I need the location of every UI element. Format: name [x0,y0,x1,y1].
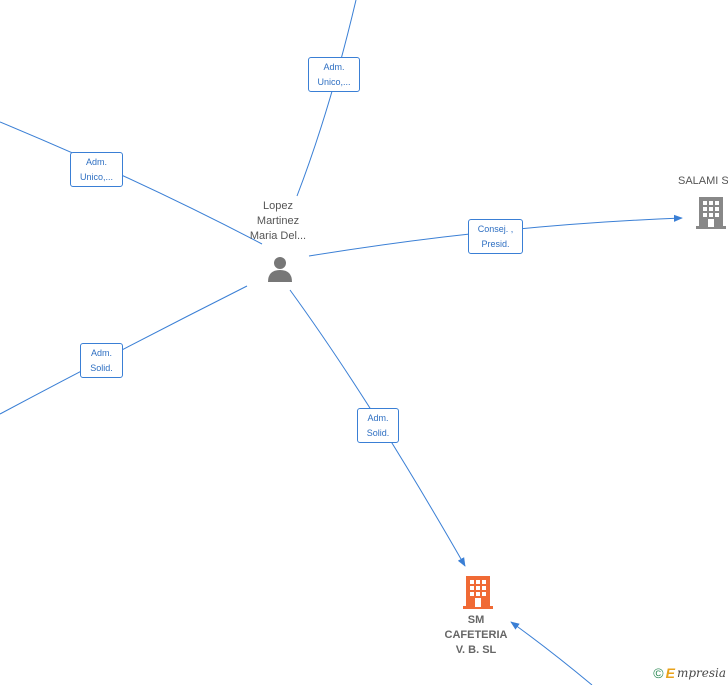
edge-label-top[interactable]: Adm. Unico,... [308,57,360,92]
building-icon[interactable] [696,195,728,229]
edge-label-upper-left-line-1: Adm. [85,156,107,167]
edge-label-upper-left-line-2: Unico,... [79,171,113,182]
edge-label-lower-left-line-1: Adm. [90,347,112,358]
edge-label-lower-left-line-2: Solid. [90,362,113,373]
person-name-line-1: Lopez [263,200,293,212]
brand-logo-initial: E [665,665,675,681]
edge-label-upper-left[interactable]: Adm. Unico,... [70,152,123,187]
company-salami-label[interactable]: SALAMI S [678,174,728,189]
company-sm-line-3: V. B. SL [455,644,497,656]
company-salami-name: SALAMI S [678,175,728,187]
company-sm-cafeteria-label[interactable]: SM CAFETERIA V. B. SL [426,613,526,658]
person-icon[interactable] [265,254,295,284]
edge-bottom-right [510,621,593,685]
edge-label-top-line-1: Adm. [323,61,345,72]
company-sm-line-2: CAFETERIA [444,629,508,641]
building-icon[interactable] [462,574,494,610]
edge-label-lower-left[interactable]: Adm. Solid. [80,343,123,378]
edge-label-bottom[interactable]: Adm. Solid. [357,408,399,443]
edge-label-right[interactable]: Consej. , Presid. [468,219,523,254]
edge-label-right-line-1: Consej. , [477,223,514,234]
edge-label-bottom-line-1: Adm. [367,412,389,423]
person-name-line-3: Maria Del... [249,230,307,242]
company-sm-line-1: SM [467,614,485,626]
person-name-label[interactable]: Lopez Martinez Maria Del... [228,199,328,244]
edge-top [296,0,357,197]
edge-lower-left [0,285,248,415]
edge-label-bottom-line-2: Solid. [366,427,390,438]
person-name-line-2: Martinez [256,215,300,227]
edge-label-right-line-2: Presid. [481,238,510,249]
copyright-symbol: © [653,665,664,681]
brand-logo-text: mpresia [676,666,726,680]
edge-upper-left [0,121,263,245]
edge-label-top-line-2: Unico,... [317,76,351,87]
